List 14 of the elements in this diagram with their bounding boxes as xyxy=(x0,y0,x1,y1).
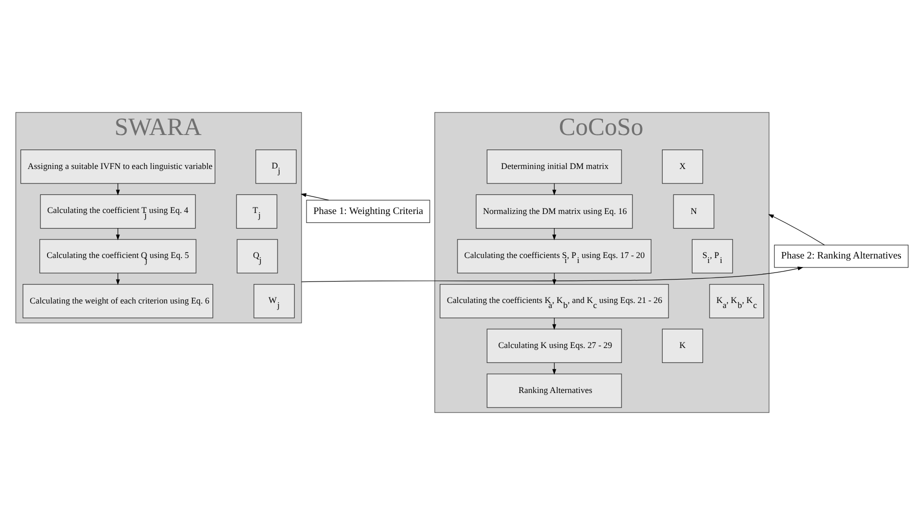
arrow xyxy=(768,214,825,246)
node-box: Ranking Alternatives xyxy=(486,374,622,408)
arrow xyxy=(301,266,804,282)
node-box: Phase 1: Weighting Criteria xyxy=(306,200,430,223)
node-box: X xyxy=(662,150,704,184)
node-box: Determining initial DM matrix xyxy=(486,150,622,184)
node-box: Calculating K using Eqs. 27 - 29 xyxy=(486,328,622,364)
node-box: Assigning a suitable IVFN to each linguistic variable xyxy=(20,150,216,184)
node-box: Calculating the weight of each criterion using Eq. 6 xyxy=(22,284,214,318)
arrow xyxy=(300,193,330,201)
node-box: K xyxy=(662,328,704,364)
node-box: Normalizing the DM matrix using Eq. 16 xyxy=(476,194,633,229)
node-box: Phase 2: Ranking Alternatives xyxy=(774,244,908,268)
node-box: N xyxy=(673,194,714,229)
